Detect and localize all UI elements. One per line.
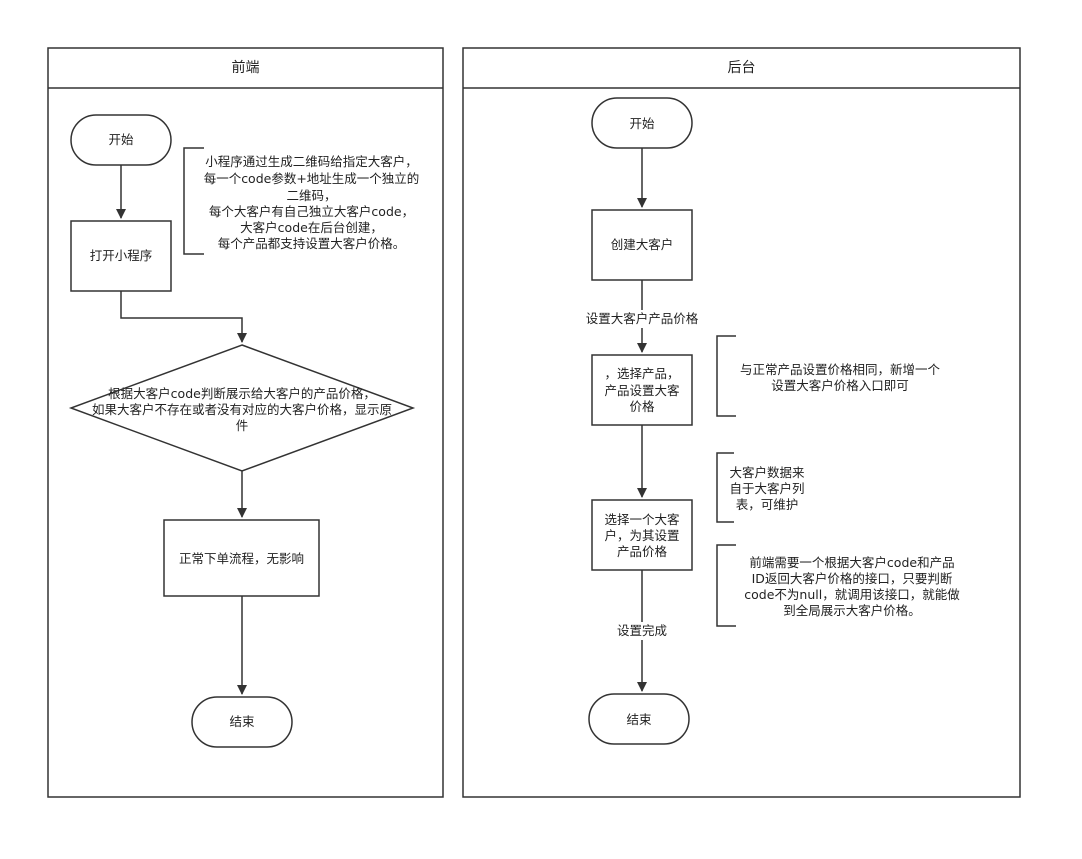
fe-edge-open-to-decision: [120, 291, 247, 343]
be-note1-line: 与正常产品设置价格相同，新增一个: [739, 362, 940, 377]
be-note2-line: 自于大客户列: [729, 481, 805, 496]
be-note3-line: ID返回大客户价格的接口，只要判断: [751, 571, 953, 586]
fe-decision-line: 件: [235, 418, 249, 433]
be-select-customer-line: 产品价格: [616, 544, 667, 559]
fe-note-line: 小程序通过生成二维码给指定大客户，: [205, 154, 418, 169]
fe-decision-line: 根据大客户code判断展示给大客户的产品价格，: [108, 386, 376, 401]
be-select-customer-line: 户，为其设置: [604, 528, 680, 543]
be-note2-line: 表，可维护: [735, 497, 799, 512]
fe-normal-order-label: 正常下单流程，无影响: [178, 551, 304, 566]
fe-note-line: 每一个code参数+地址生成一个独立的: [203, 171, 420, 186]
fe-open-miniprogram-label: 打开小程序: [89, 248, 153, 263]
be-note2-line: 大客户数据来: [729, 465, 805, 480]
be-select-product-line: 价格: [629, 399, 655, 414]
be-note3-line: 前端需要一个根据大客户code和产品: [749, 555, 955, 570]
be-create-customer-label: 创建大客户: [610, 237, 674, 252]
be-select-customer-line: 选择一个大客: [604, 512, 680, 527]
fe-note-line: 每个大客户有自己独立大客户code，: [208, 204, 415, 219]
be-note3-line: 到全局展示大客户价格。: [783, 603, 921, 618]
be-select-product-line: ，选择产品，: [604, 366, 680, 381]
fe-note-line: 二维码，: [286, 188, 337, 203]
be-note3-bracket: [716, 544, 736, 627]
be-note2-bracket: [716, 452, 734, 523]
be-end-label: 结束: [626, 712, 652, 727]
lane-backend-title: 后台: [727, 60, 756, 76]
be-edge-set-price-label: 设置大客户产品价格: [572, 310, 712, 327]
lane-frontend: [47, 47, 444, 798]
lane-backend: [462, 47, 1021, 798]
be-end-node[interactable]: [588, 693, 690, 745]
be-note3-line: code不为null，就调用该接口，就能做: [744, 587, 960, 602]
fe-note-line: 每个产品都支持设置大客户价格。: [217, 236, 406, 251]
fe-decision-line: 如果大客户不存在或者没有对应的大客户价格，显示原: [91, 402, 392, 417]
fe-end-label: 结束: [229, 714, 255, 729]
fe-note-line: 大客户code在后台创建，: [240, 220, 383, 235]
be-start-label: 开始: [629, 116, 655, 131]
be-note1-bracket: [716, 335, 736, 417]
fe-end-node[interactable]: [191, 696, 293, 748]
be-note1-line: 设置大客户价格入口即可: [771, 378, 909, 393]
lane-frontend-title: 前端: [231, 60, 260, 76]
be-edge-done-label: 设置完成: [602, 622, 682, 639]
fe-start-label: 开始: [108, 132, 134, 147]
fe-note-bracket: [183, 147, 204, 255]
be-select-product-line: 产品设置大客: [604, 383, 680, 398]
